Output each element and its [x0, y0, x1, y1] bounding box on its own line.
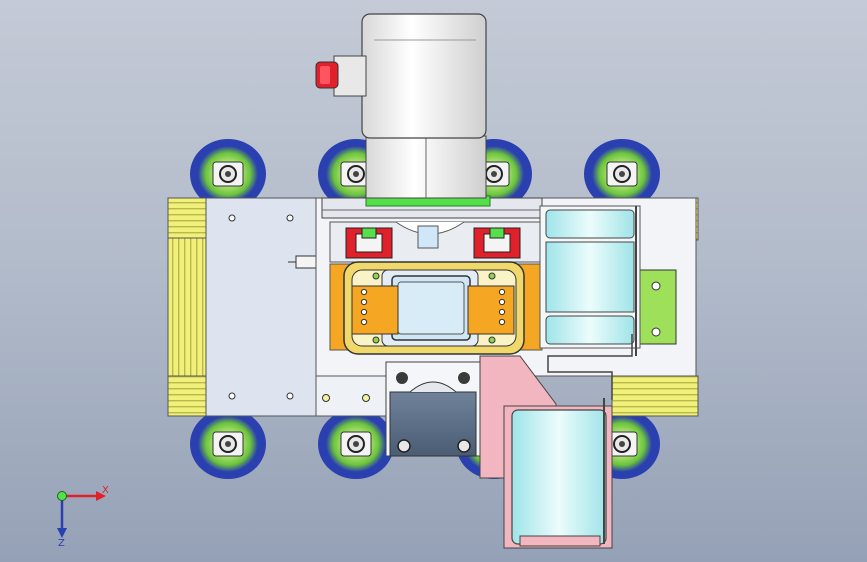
rail-left	[167, 197, 209, 417]
rail-right-bottom	[611, 375, 699, 417]
green-mount-plate	[635, 269, 677, 345]
bearing-block-left	[345, 227, 393, 259]
emergency-button	[315, 61, 339, 89]
motor-body	[361, 13, 487, 139]
motor-connector	[333, 55, 367, 97]
top-bracket	[321, 195, 543, 219]
orange-clamp-right	[467, 285, 515, 335]
bearing-block-right	[473, 227, 521, 259]
wheel-top-1	[190, 139, 266, 209]
coordinate-triad-icon: X Z	[44, 478, 114, 549]
drive-housing	[385, 361, 481, 457]
orange-clamp-left	[351, 285, 399, 335]
cylinder-top	[539, 205, 641, 356]
wheel-bottom-1	[190, 409, 266, 479]
motor-gearbox	[365, 135, 487, 199]
base-plate	[205, 197, 319, 417]
cylinder-bottom	[511, 398, 607, 547]
wheel-bottom-2	[318, 409, 394, 479]
x-axis-label: X	[102, 485, 109, 496]
wheel-top-4	[584, 139, 660, 209]
z-axis-label: Z	[58, 538, 65, 548]
cable-loop	[547, 334, 633, 400]
